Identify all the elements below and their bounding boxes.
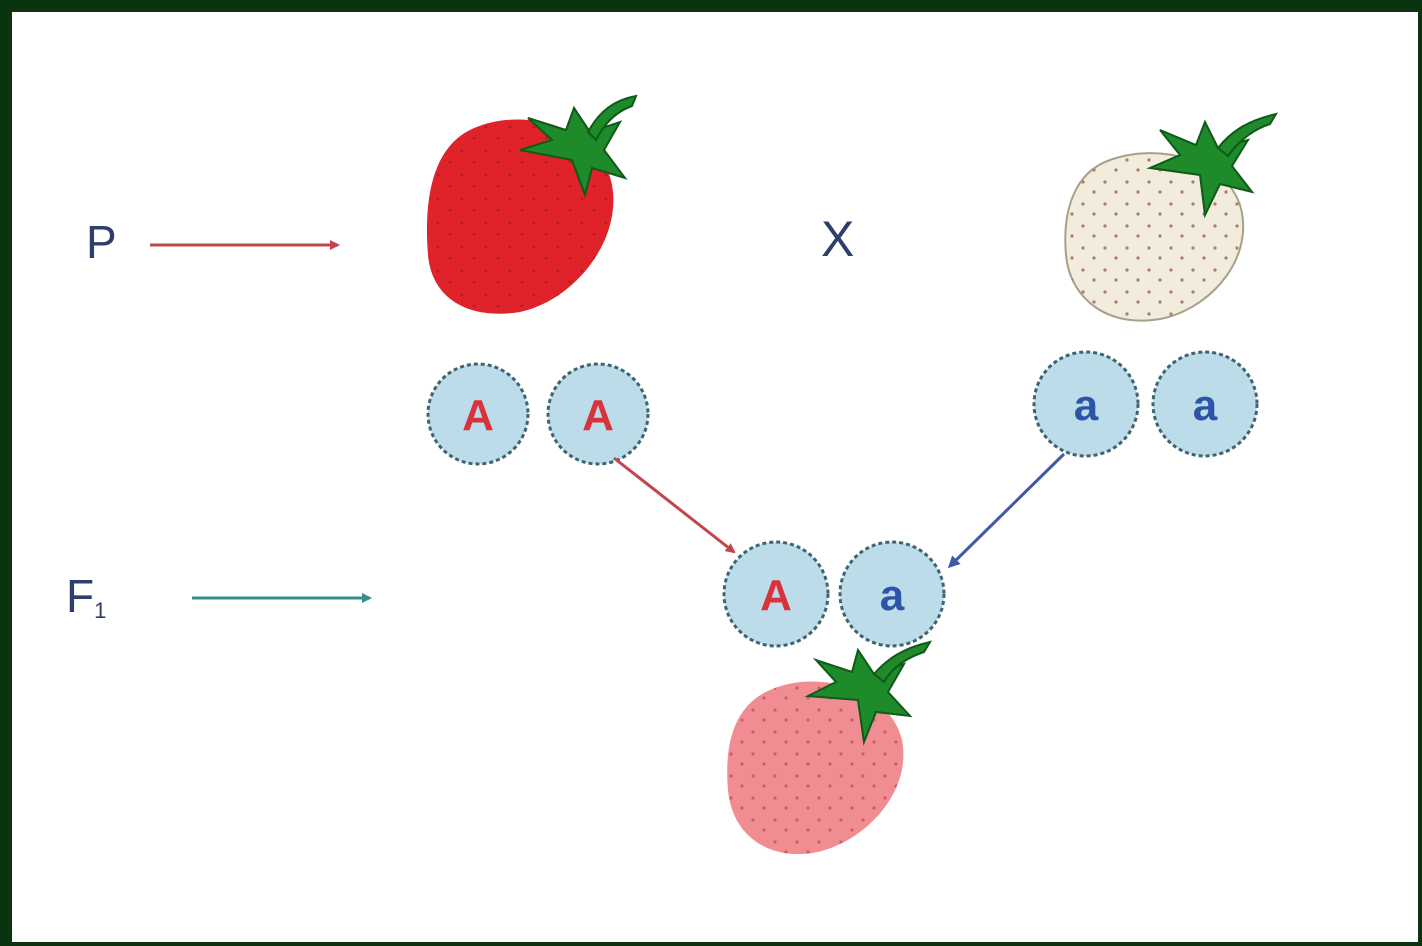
inheritance-arrow-blue (947, 452, 1066, 569)
allele-circle-offspring-1: A (722, 540, 830, 648)
inheritance-arrow-red (613, 456, 736, 554)
allele-circle-red-2: A (546, 362, 650, 466)
cross-symbol: X (821, 211, 854, 267)
allele-label: A (582, 391, 614, 440)
allele-label: A (462, 391, 494, 440)
allele-circle-red-1: A (426, 362, 530, 466)
allele-circle-offspring-2: a (838, 540, 946, 648)
allele-label: a (1193, 381, 1218, 430)
allele-label: a (880, 571, 905, 620)
f1-generation-label: F1 (66, 570, 106, 623)
red-strawberry-icon (426, 94, 638, 314)
pink-strawberry-icon (727, 640, 933, 855)
allele-circle-white-1: a (1032, 350, 1140, 458)
parent-generation-label: P (86, 216, 117, 268)
allele-label: a (1074, 381, 1099, 430)
white-strawberry-icon (1064, 112, 1279, 322)
allele-circle-white-2: a (1151, 350, 1259, 458)
allele-label: A (760, 571, 792, 620)
